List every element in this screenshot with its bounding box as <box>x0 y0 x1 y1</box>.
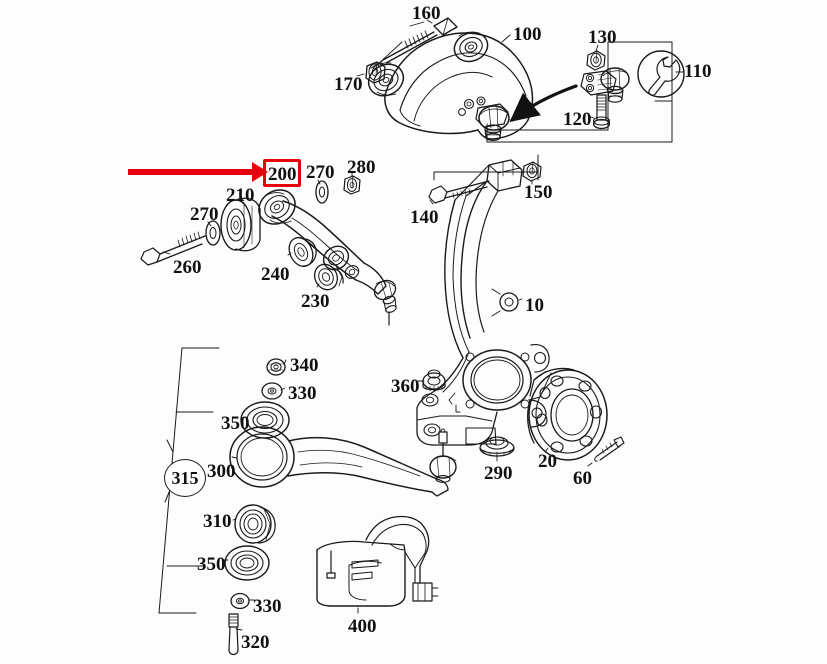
brake-shield-400 <box>316 515 439 607</box>
part-label-170: 170 <box>334 74 363 95</box>
nut-340 <box>266 358 286 376</box>
bushing-310 <box>234 504 276 544</box>
bushing-210 <box>220 197 261 252</box>
wrench-tool-110 <box>637 50 685 98</box>
part-label-290: 290 <box>484 463 513 484</box>
pointer-arrow-to-ball-joint <box>509 84 578 122</box>
part-label-260: 260 <box>173 257 202 278</box>
washer-330-bottom <box>230 592 250 610</box>
part-label-360: 360 <box>391 376 420 397</box>
part-label-400: 400 <box>348 616 377 637</box>
ball-joint-assembly-110 <box>580 50 630 130</box>
part-label-160: 160 <box>412 3 441 24</box>
part-label-330-bottom: 330 <box>253 596 282 617</box>
part-label-340: 340 <box>290 355 319 376</box>
nut-280 <box>343 175 361 195</box>
upper-control-arm-100 <box>367 31 534 142</box>
part-label-200-highlighted: 200 <box>268 164 297 185</box>
cap-290 <box>479 436 515 458</box>
part-label-150: 150 <box>524 182 553 203</box>
nut-170 <box>365 61 386 84</box>
part-label-350-top: 350 <box>221 413 250 434</box>
nut-150 <box>522 161 542 182</box>
washer-270-top <box>315 180 329 204</box>
part-label-270-left: 270 <box>190 204 219 225</box>
part-label-270-top: 270 <box>306 162 335 183</box>
part-label-130: 130 <box>588 27 617 48</box>
part-label-330-top: 330 <box>288 383 317 404</box>
part-label-300: 300 <box>207 461 236 482</box>
washer-330-top <box>261 382 283 400</box>
part-label-350-bottom: 350 <box>197 554 226 575</box>
wheel-hub-20 <box>527 367 608 461</box>
bolt-260 <box>140 231 206 266</box>
part-label-280: 280 <box>347 157 376 178</box>
bolt-320 <box>228 613 239 656</box>
part-label-120: 120 <box>563 109 592 130</box>
part-label-100: 100 <box>513 24 542 45</box>
bolt-140 <box>428 180 490 204</box>
highlight-box-200 <box>263 159 301 187</box>
bolt-60 <box>594 436 625 462</box>
bolt-160 <box>370 17 458 69</box>
callout-circle-315: 315 <box>164 459 206 497</box>
part-label-60: 60 <box>573 468 592 489</box>
steering-knuckle-10 <box>416 159 550 446</box>
part-label-140: 140 <box>410 207 439 228</box>
bearing-350-bottom <box>224 545 270 581</box>
red-pointer-arrow <box>128 162 268 182</box>
part-label-310: 310 <box>203 511 232 532</box>
washer-270-left <box>205 220 221 246</box>
part-label-20: 20 <box>538 451 557 472</box>
bushing-240 <box>288 236 317 268</box>
leader-lines <box>162 19 684 631</box>
part-label-320: 320 <box>241 632 270 653</box>
ball-joint-kit-bracket <box>486 41 673 143</box>
part-label-10: 10 <box>525 295 544 316</box>
fastener-bracket-140-150 <box>433 154 539 181</box>
bushing-230 <box>313 263 344 291</box>
part-label-110: 110 <box>684 61 712 82</box>
part-label-210: 210 <box>226 185 255 206</box>
nut-360 <box>422 369 446 392</box>
lower-control-arm-300 <box>229 426 457 497</box>
part-label-240: 240 <box>261 264 290 285</box>
bearing-350-top <box>240 401 290 439</box>
part-label-230: 230 <box>301 291 330 312</box>
